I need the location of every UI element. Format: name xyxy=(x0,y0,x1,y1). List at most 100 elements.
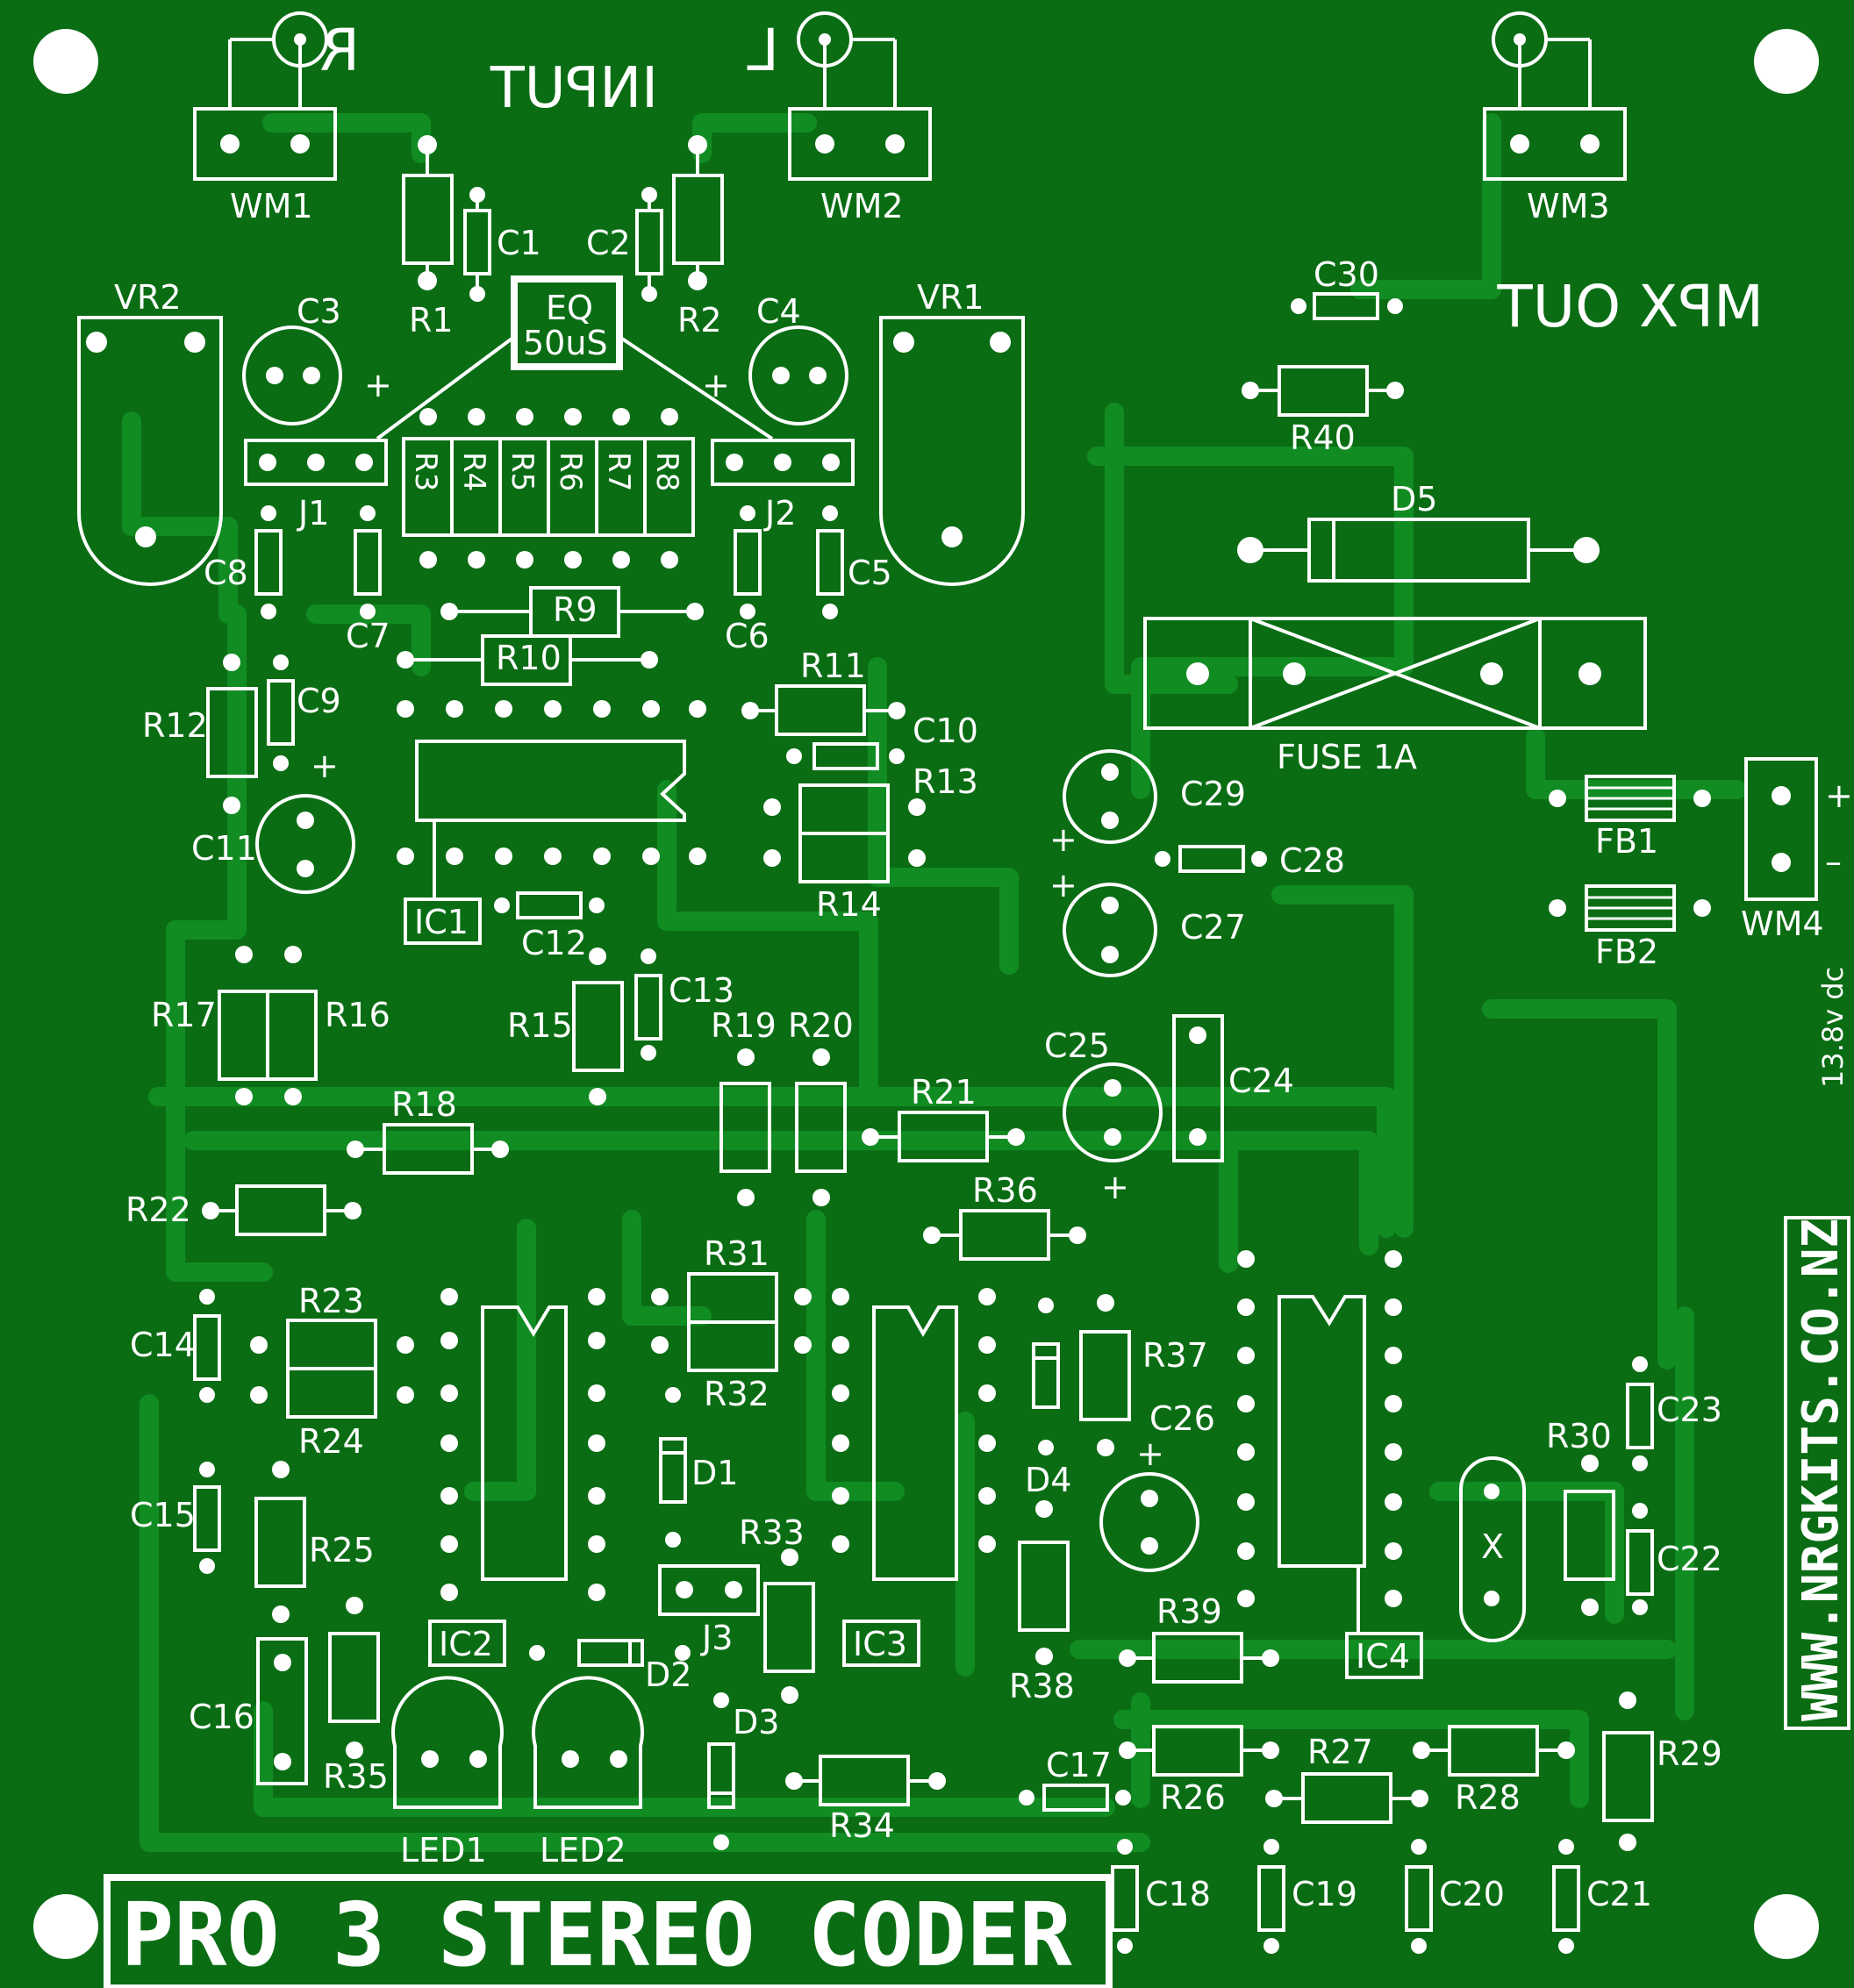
r19-label: R19 xyxy=(711,1006,777,1045)
c22-label: C22 xyxy=(1657,1540,1722,1578)
c12-capacitor xyxy=(516,891,583,919)
r-heading-text: R xyxy=(319,17,360,84)
c29-label: C29 xyxy=(1180,775,1246,813)
led2-label: LED2 xyxy=(540,1831,626,1870)
c6-label: C6 xyxy=(725,617,770,655)
c9-capacitor xyxy=(267,679,295,746)
c27-capacitor xyxy=(1063,883,1157,977)
j2-label: J2 xyxy=(763,494,796,533)
fb1-label: FB1 xyxy=(1595,822,1658,861)
wm1-connector xyxy=(193,11,337,181)
r9-resistor xyxy=(449,586,695,638)
c17-capacitor xyxy=(1042,1784,1109,1812)
c21-capacitor xyxy=(1552,1865,1580,1932)
r22-label: R22 xyxy=(125,1191,191,1229)
fuse-label: FUSE 1A xyxy=(1277,738,1417,776)
ic4-chip: IC4 xyxy=(1237,1250,1423,1679)
l-heading: L xyxy=(747,17,779,84)
fb1-ferrite: FB1 xyxy=(1549,775,1711,861)
crystal: X xyxy=(1459,1456,1526,1642)
c7-capacitor xyxy=(354,529,382,596)
r32-label: R32 xyxy=(704,1375,770,1413)
c10-capacitor xyxy=(812,742,879,770)
r8-label: R8 xyxy=(649,452,684,491)
c24-label: C24 xyxy=(1228,1062,1294,1100)
r18-label: R18 xyxy=(391,1085,457,1124)
r17-label: R17 xyxy=(151,996,217,1034)
c25-label: C25 xyxy=(1044,1026,1110,1065)
r28-label: R28 xyxy=(1455,1778,1521,1817)
r16-label: R16 xyxy=(325,996,390,1034)
r37-resistor xyxy=(1079,1330,1131,1421)
c4-label: C4 xyxy=(756,292,801,331)
c16-label: C16 xyxy=(189,1698,254,1736)
mpx-out-heading-text: MPX OUT xyxy=(1497,273,1764,340)
r31-r32-resistor-pair xyxy=(687,1272,778,1372)
wm4-minus: – xyxy=(1825,842,1842,881)
eq-label-line1: EQ xyxy=(546,289,593,327)
d4-diode: D4 xyxy=(1025,1298,1071,1499)
eq-50us-box: EQ 50uS xyxy=(376,275,774,440)
r40-label: R40 xyxy=(1290,418,1356,457)
r29-label: R29 xyxy=(1657,1734,1722,1773)
ic3-chip: IC3 xyxy=(832,1288,996,1667)
r17-r16-resistor-pair xyxy=(218,990,318,1081)
website-box: WWW.NRGKITS.CO.NZ xyxy=(1784,1216,1850,1730)
c28-label: C28 xyxy=(1279,841,1345,880)
r33-resistor xyxy=(763,1582,815,1673)
r-heading: R xyxy=(319,17,360,84)
r15-resistor xyxy=(572,981,624,1072)
r25-label: R25 xyxy=(309,1531,375,1570)
r36-label: R36 xyxy=(972,1171,1038,1210)
ic2-label: IC2 xyxy=(439,1625,493,1663)
r7-label: R7 xyxy=(601,452,636,491)
c25-capacitor xyxy=(1063,1062,1163,1162)
c11-plus: + xyxy=(311,747,339,785)
c30-label: C30 xyxy=(1314,255,1379,294)
c15-label: C15 xyxy=(130,1496,196,1534)
c10-label: C10 xyxy=(913,712,978,750)
ic3-label: IC3 xyxy=(853,1625,907,1663)
input-heading: INPUT xyxy=(490,56,658,121)
r9-label: R9 xyxy=(553,590,598,629)
fb2-label: FB2 xyxy=(1595,933,1658,971)
c27-plus: + xyxy=(1049,866,1077,905)
c15-capacitor xyxy=(193,1485,221,1552)
fuse-holder: FUSE 1A xyxy=(1143,617,1647,776)
c23-capacitor xyxy=(1626,1383,1654,1449)
c18-label: C18 xyxy=(1145,1875,1211,1913)
wm3-connector xyxy=(1483,11,1627,181)
d3-diode: D3 xyxy=(707,1692,779,1850)
mounting-hole xyxy=(1754,29,1819,94)
c13-label: C13 xyxy=(669,971,734,1010)
r10-resistor xyxy=(405,634,649,686)
r23-label: R23 xyxy=(298,1282,364,1320)
wm2-label: WM2 xyxy=(820,187,904,225)
c29-plus: + xyxy=(1049,820,1077,859)
c6-capacitor xyxy=(734,529,762,596)
r20-resistor xyxy=(795,1082,847,1173)
wm3-label: WM3 xyxy=(1527,187,1610,225)
led2 xyxy=(532,1676,644,1809)
c8-label: C8 xyxy=(204,554,248,592)
r38-label: R38 xyxy=(1009,1667,1075,1706)
fb2-ferrite: FB2 xyxy=(1549,884,1711,971)
c20-label: C20 xyxy=(1439,1875,1505,1913)
input-heading-text: INPUT xyxy=(490,56,658,121)
r3-r8-resistor-array: R3 R4 R5 R6 R7 R8 xyxy=(402,408,695,569)
j3-jumper: J3 xyxy=(658,1564,760,1657)
c21-label: C21 xyxy=(1586,1875,1652,1913)
led1-label: LED1 xyxy=(400,1831,487,1870)
mpx-out-heading: MPX OUT xyxy=(1497,273,1764,340)
c26-capacitor xyxy=(1099,1472,1199,1572)
c3-plus: + xyxy=(364,366,392,404)
c26-plus: + xyxy=(1136,1434,1164,1473)
r12-resistor xyxy=(206,687,258,778)
c30-capacitor xyxy=(1313,292,1379,320)
r1-label: R1 xyxy=(409,301,454,340)
wm4-connector: WM4 + – xyxy=(1741,757,1853,943)
c2-label: C2 xyxy=(586,224,631,262)
r15-label: R15 xyxy=(507,1006,573,1045)
ic1-chip: IC1 xyxy=(397,700,706,945)
wm4-label: WM4 xyxy=(1741,905,1824,943)
